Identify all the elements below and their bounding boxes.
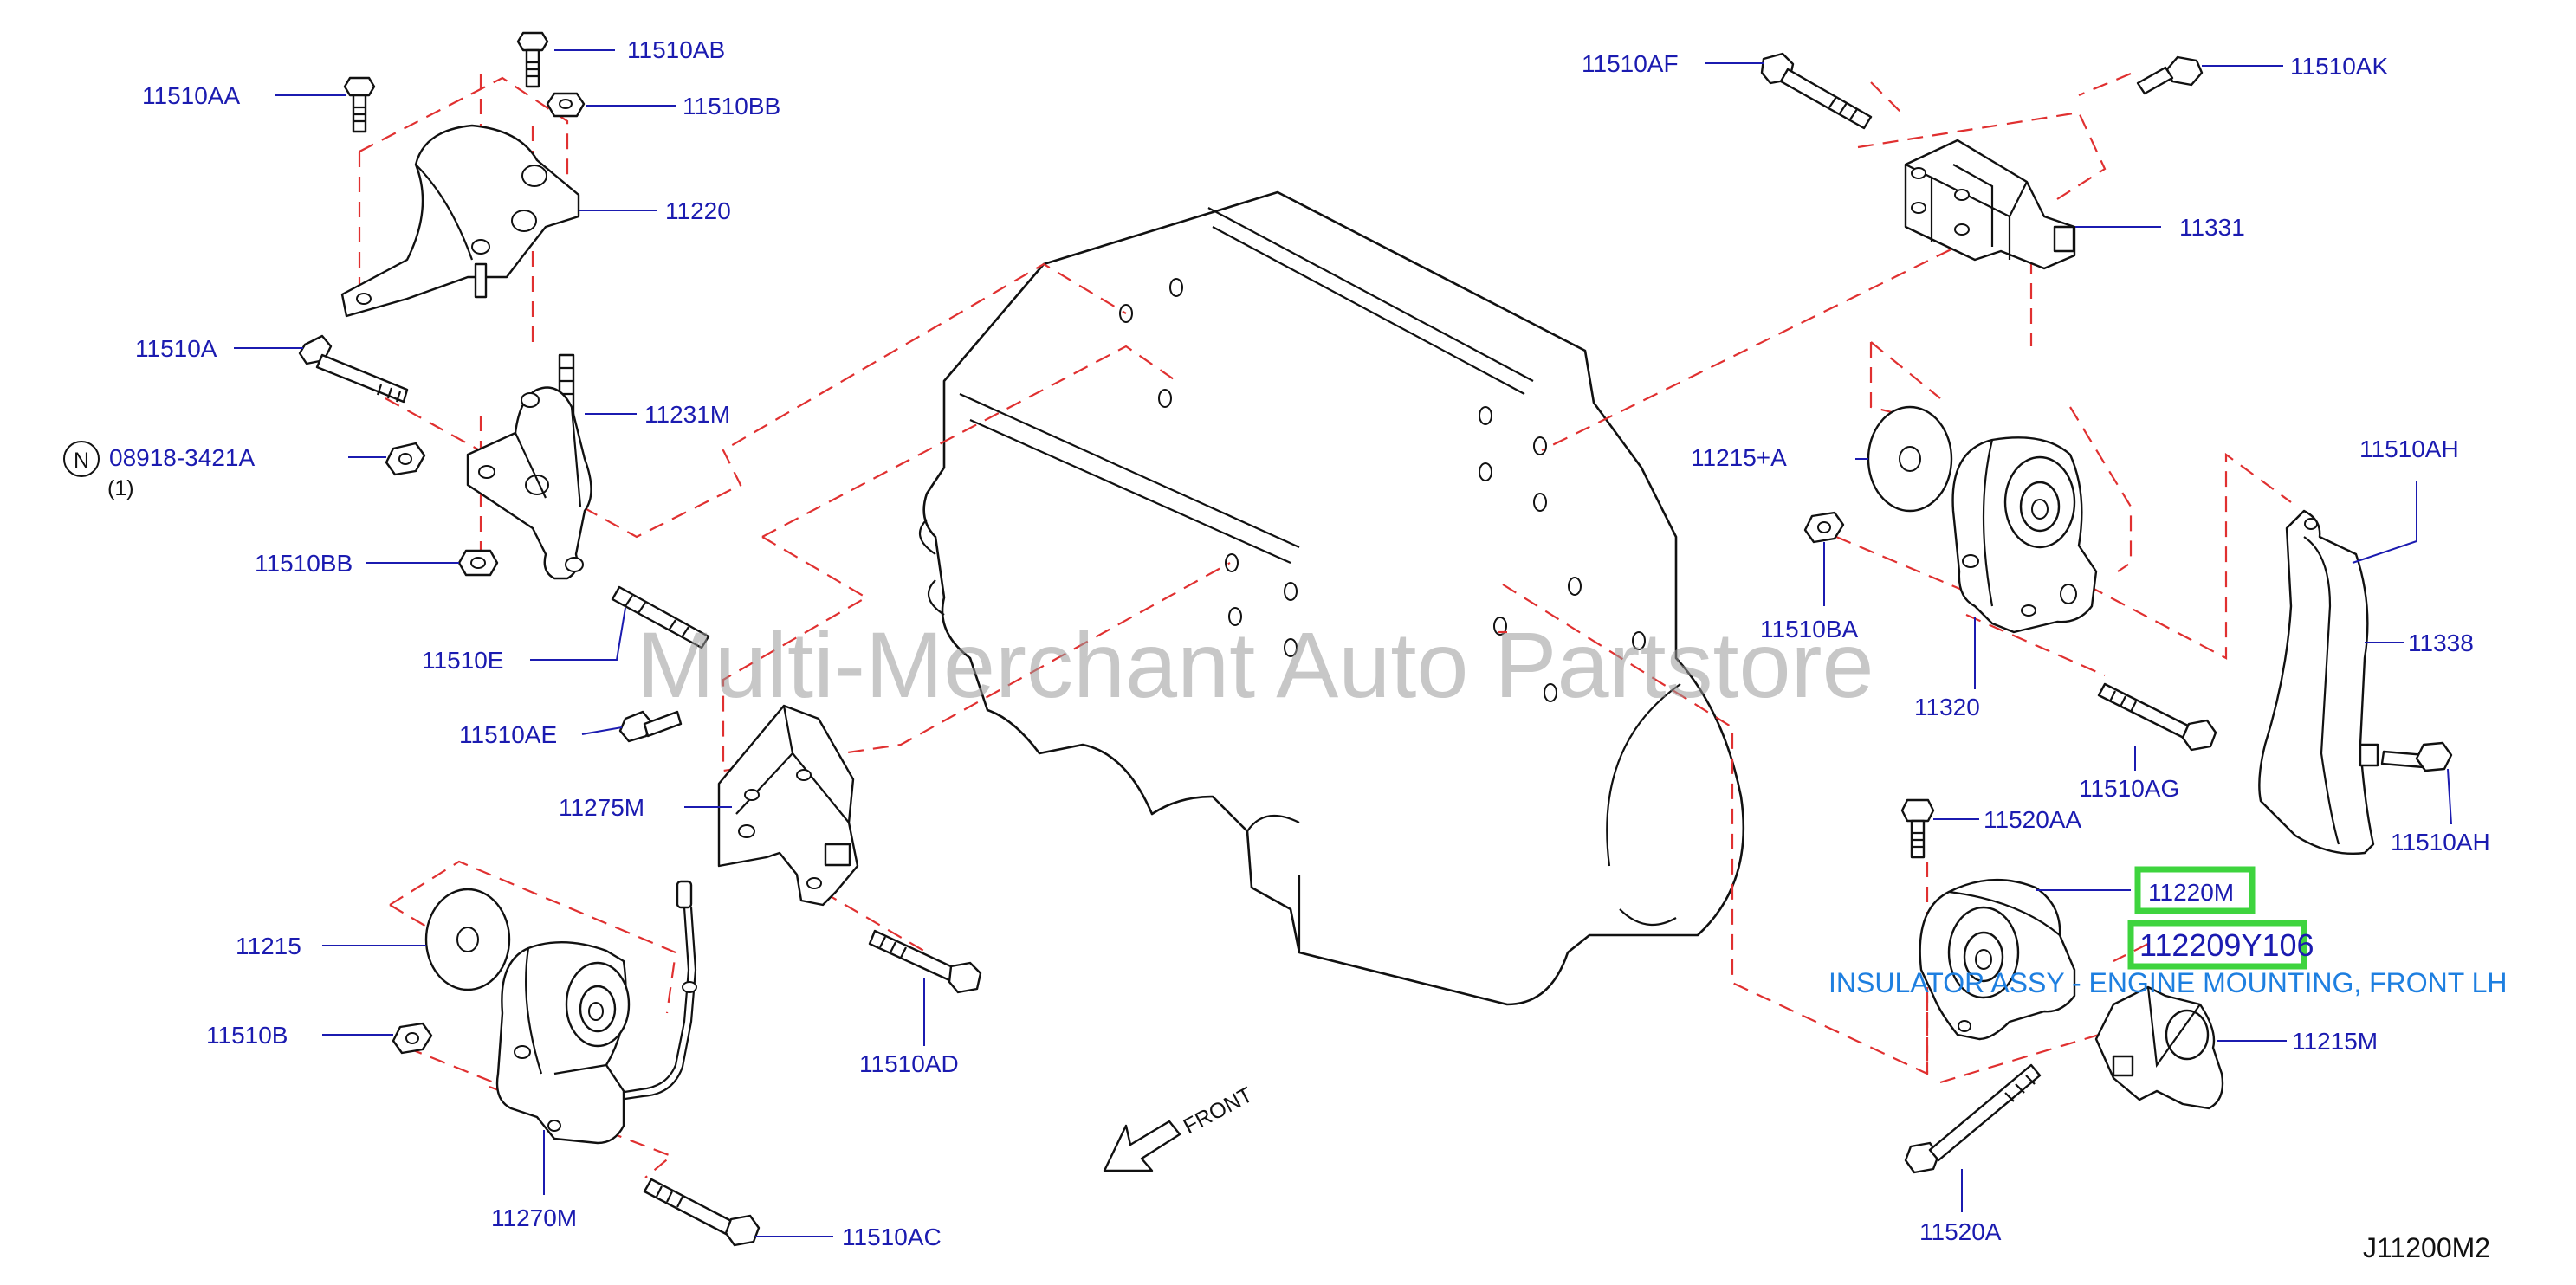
highlight-part-number[interactable]: 112209Y106 <box>2139 927 2314 963</box>
washer-11215 <box>424 888 511 991</box>
bracket-11215M <box>2094 985 2224 1110</box>
label-11510AA[interactable]: 11510AA <box>142 82 240 109</box>
diagram-code: J11200M2 <box>2363 1232 2490 1263</box>
label-11510AC[interactable]: 11510AC <box>842 1224 942 1250</box>
nut-11510BA <box>1803 511 1845 544</box>
label-11510B[interactable]: 11510B <box>206 1022 288 1049</box>
nut-11510B <box>392 1022 433 1055</box>
label-11510BB-bottom[interactable]: 11510BB <box>255 550 353 577</box>
bolt-11510AB <box>516 31 549 88</box>
note-part-number[interactable]: 08918-3421A <box>109 444 255 471</box>
label-11231M[interactable]: 11231M <box>644 401 730 428</box>
engine-block <box>918 190 1745 1006</box>
watermark: Multi-Merchant Auto Partstore <box>637 612 1874 717</box>
highlight-box-number <box>2127 920 2307 970</box>
label-11338[interactable]: 11338 <box>2408 630 2474 656</box>
bracket-11231M <box>466 353 592 580</box>
label-11510AH-top[interactable]: 11510AH <box>2359 436 2459 462</box>
label-11275M[interactable]: 11275M <box>559 794 644 821</box>
label-11510AB[interactable]: 11510AB <box>627 36 725 63</box>
note-part: N 08918-3421A (1) <box>63 441 255 500</box>
note-quantity: (1) <box>107 476 134 500</box>
label-11215[interactable]: 11215 <box>236 933 301 959</box>
label-11520A[interactable]: 11520A <box>1919 1218 2002 1245</box>
label-11510E[interactable]: 11510E <box>422 647 503 674</box>
front-label: FRONT <box>1180 1082 1257 1139</box>
label-11270M[interactable]: 11270M <box>491 1204 577 1231</box>
bolt-11510AE <box>618 710 683 743</box>
label-11220[interactable]: 11220 <box>665 197 731 224</box>
highlight-part[interactable]: 11220M <box>2148 879 2234 906</box>
bracket-11275M <box>717 704 859 907</box>
bolt-11510AC <box>643 1178 761 1247</box>
bracket-11331 <box>1904 139 2076 270</box>
note-symbol: N <box>74 449 89 473</box>
label-11331[interactable]: 11331 <box>2179 214 2245 241</box>
bolt-11510AA <box>343 76 376 133</box>
label-11215M[interactable]: 11215M <box>2292 1028 2378 1055</box>
bolt-11510AF <box>1760 52 1873 130</box>
highlight-description: INSULATOR ASSY - ENGINE MOUNTING, FRONT … <box>1828 967 2508 998</box>
washer-11215A <box>1867 405 1953 513</box>
bolt-11510AK <box>2136 55 2204 95</box>
mount-11320 <box>1951 436 2098 634</box>
stud-11510E <box>611 585 710 649</box>
note-symbol-circle <box>63 441 100 477</box>
bolt-11510AH-bottom <box>2380 741 2453 772</box>
label-11510A[interactable]: 11510A <box>135 335 217 362</box>
shield-11338 <box>2258 509 2379 855</box>
nut-11510BB-bottom <box>457 549 499 577</box>
label-11510AG[interactable]: 11510AG <box>2079 775 2179 802</box>
label-11510BB-top[interactable]: 11510BB <box>683 93 780 119</box>
label-11510AH-bottom[interactable]: 11510AH <box>2391 829 2490 856</box>
nut-11510BB-top <box>546 92 586 118</box>
label-11510AD[interactable]: 11510AD <box>859 1050 959 1077</box>
bolt-11510A <box>298 334 409 404</box>
mount-11270M <box>495 941 631 1145</box>
label-11510BA[interactable]: 11510BA <box>1760 616 1858 642</box>
part-labels: 11510AB 11510AA 11510BB 11220 11510A 112… <box>135 36 2490 1250</box>
bolt-11520AA <box>1900 798 1935 859</box>
label-11215A[interactable]: 11215+A <box>1691 444 1787 471</box>
label-11510AE[interactable]: 11510AE <box>459 721 557 748</box>
nut-11510BB-left <box>385 442 426 476</box>
front-arrow: FRONT <box>1103 1082 1257 1172</box>
highlight-callout: 11220M 112209Y106 INSULATOR ASSY - ENGIN… <box>1828 866 2508 998</box>
mount-11220 <box>340 124 580 318</box>
bolt-11510AD <box>868 929 982 994</box>
bolt-11510AG <box>2097 682 2217 752</box>
leader-lines <box>234 49 2452 1237</box>
bolt-11520A <box>1904 1063 2042 1174</box>
mount-11220M[interactable] <box>1919 878 2076 1041</box>
label-11520AA[interactable]: 11520AA <box>1984 806 2081 833</box>
sensor-wire <box>618 880 697 1101</box>
label-11510AF[interactable]: 11510AF <box>1582 50 1679 77</box>
label-11320[interactable]: 11320 <box>1914 694 1980 720</box>
highlight-box-part <box>2134 866 2256 914</box>
label-11510AK[interactable]: 11510AK <box>2290 53 2388 80</box>
